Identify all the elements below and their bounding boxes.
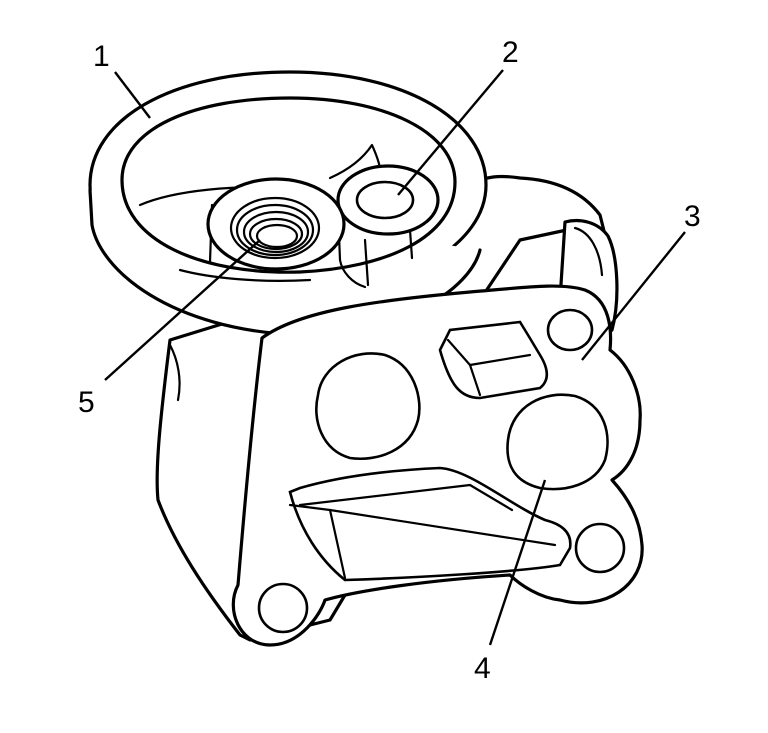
callout-4: 4 bbox=[474, 652, 491, 685]
leader-3 bbox=[581, 231, 686, 361]
callout-1: 1 bbox=[93, 40, 110, 73]
small-port bbox=[336, 164, 440, 236]
callout-3: 3 bbox=[684, 200, 701, 233]
gasket-mounting-face bbox=[231, 284, 644, 647]
bolt-hole-upper bbox=[546, 308, 594, 352]
leader-4 bbox=[488, 479, 547, 646]
leader-5 bbox=[104, 239, 261, 381]
leader-1 bbox=[114, 71, 151, 119]
callout-labels: 1 2 3 4 5 bbox=[78, 36, 701, 685]
callout-5: 5 bbox=[78, 386, 95, 419]
oil-passage-port bbox=[506, 393, 609, 491]
callout-leaders bbox=[104, 69, 686, 646]
callout-2: 2 bbox=[502, 36, 519, 69]
bolt-hole-lower-left bbox=[257, 582, 309, 634]
bolt-hole-lower-right bbox=[574, 522, 626, 574]
leader-2 bbox=[397, 69, 504, 196]
threaded-center-port bbox=[206, 177, 346, 271]
